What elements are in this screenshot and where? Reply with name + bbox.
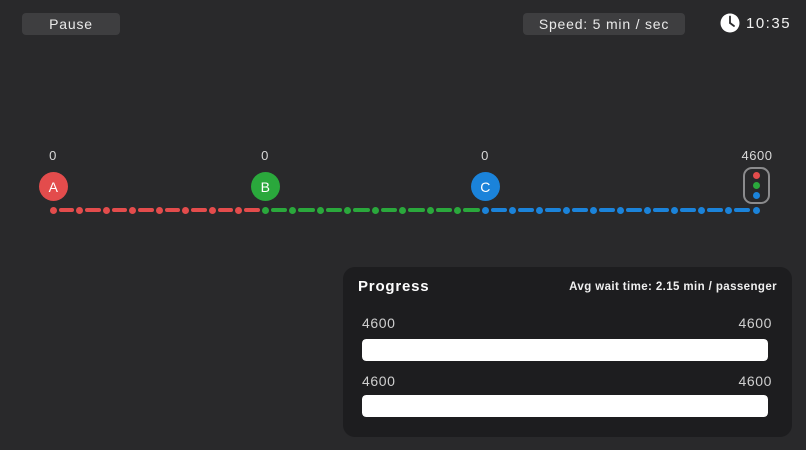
traffic-light-icon[interactable] <box>743 167 770 204</box>
clock-icon <box>720 13 740 33</box>
station-a-count: 0 <box>49 148 57 163</box>
route-dash <box>408 208 425 212</box>
route-dot <box>261 206 269 214</box>
route-dot <box>102 206 110 214</box>
bar1-left-label: 4600 <box>362 315 396 331</box>
route-dash <box>270 208 287 212</box>
route-dash <box>325 208 342 212</box>
route-dot <box>698 206 706 214</box>
route-dash <box>111 208 127 212</box>
route-dash <box>598 208 615 212</box>
speed-indicator[interactable]: Speed: 5 min / sec <box>523 13 685 35</box>
route-dash <box>490 208 507 212</box>
station-c[interactable]: C <box>471 172 500 201</box>
pause-button[interactable]: Pause <box>22 13 120 35</box>
route-dot <box>182 206 189 214</box>
progress-title: Progress <box>358 278 430 295</box>
route-dash <box>707 208 724 212</box>
route-dot <box>208 206 216 214</box>
route-dot <box>129 206 136 214</box>
route-dot <box>235 206 242 214</box>
route-dash <box>734 208 751 212</box>
bar2-left-label: 4600 <box>362 373 396 389</box>
route-dot <box>49 206 57 214</box>
route-dash <box>138 208 154 212</box>
route-dash <box>191 208 207 212</box>
route-dot <box>589 206 597 214</box>
route-dash <box>680 208 697 212</box>
station-c-count: 0 <box>481 148 489 163</box>
route-dash <box>58 208 74 212</box>
station-b-count: 0 <box>261 148 269 163</box>
route-dash <box>298 208 315 212</box>
bar2-right-label: 4600 <box>738 373 772 389</box>
progress-bar-1 <box>362 339 768 361</box>
route-dot <box>562 206 570 214</box>
progress-bar-1-fill <box>362 339 768 361</box>
route-dot <box>399 206 406 214</box>
progress-bar-2-fill <box>362 395 768 417</box>
route-dot <box>454 206 461 214</box>
route-dot <box>617 206 624 214</box>
route-dash <box>571 208 588 212</box>
clock-group: 10:35 <box>720 13 791 33</box>
route-dash <box>517 208 534 212</box>
route-dash <box>85 208 101 212</box>
traffic-light-green-dot <box>753 182 760 189</box>
route-dash <box>380 208 397 212</box>
route-dot <box>752 206 760 214</box>
route-dash <box>463 208 480 212</box>
route-dot <box>644 206 652 214</box>
route-dot <box>535 206 543 214</box>
station-b[interactable]: B <box>251 172 280 201</box>
bar1-right-label: 4600 <box>738 315 772 331</box>
traffic-light-blue-dot <box>753 192 760 199</box>
route-dot <box>508 206 516 214</box>
route-dot <box>371 206 379 214</box>
progress-bar-2 <box>362 395 768 417</box>
route-dash <box>626 208 643 212</box>
route-dash <box>244 208 260 212</box>
route-dash <box>353 208 370 212</box>
route-dot <box>671 206 679 214</box>
avg-wait-time: Avg wait time: 2.15 min / passenger <box>569 281 777 293</box>
route-dot <box>155 206 163 214</box>
route-dot <box>426 206 434 214</box>
route-dot <box>481 206 489 214</box>
route-dash <box>164 208 180 212</box>
route-dash <box>544 208 561 212</box>
traffic-light-red-dot <box>753 172 760 179</box>
route-dash <box>217 208 233 212</box>
route-dash <box>435 208 452 212</box>
station-a[interactable]: A <box>39 172 68 201</box>
progress-panel: Progress Avg wait time: 2.15 min / passe… <box>343 267 792 437</box>
route-dot <box>76 206 83 214</box>
terminal-count: 4600 <box>741 148 773 163</box>
route-dot <box>725 206 733 214</box>
route-dot <box>289 206 296 214</box>
sim-time: 10:35 <box>746 14 792 32</box>
route-dash <box>653 208 670 212</box>
route-dot <box>316 206 324 214</box>
route-dot <box>344 206 351 214</box>
